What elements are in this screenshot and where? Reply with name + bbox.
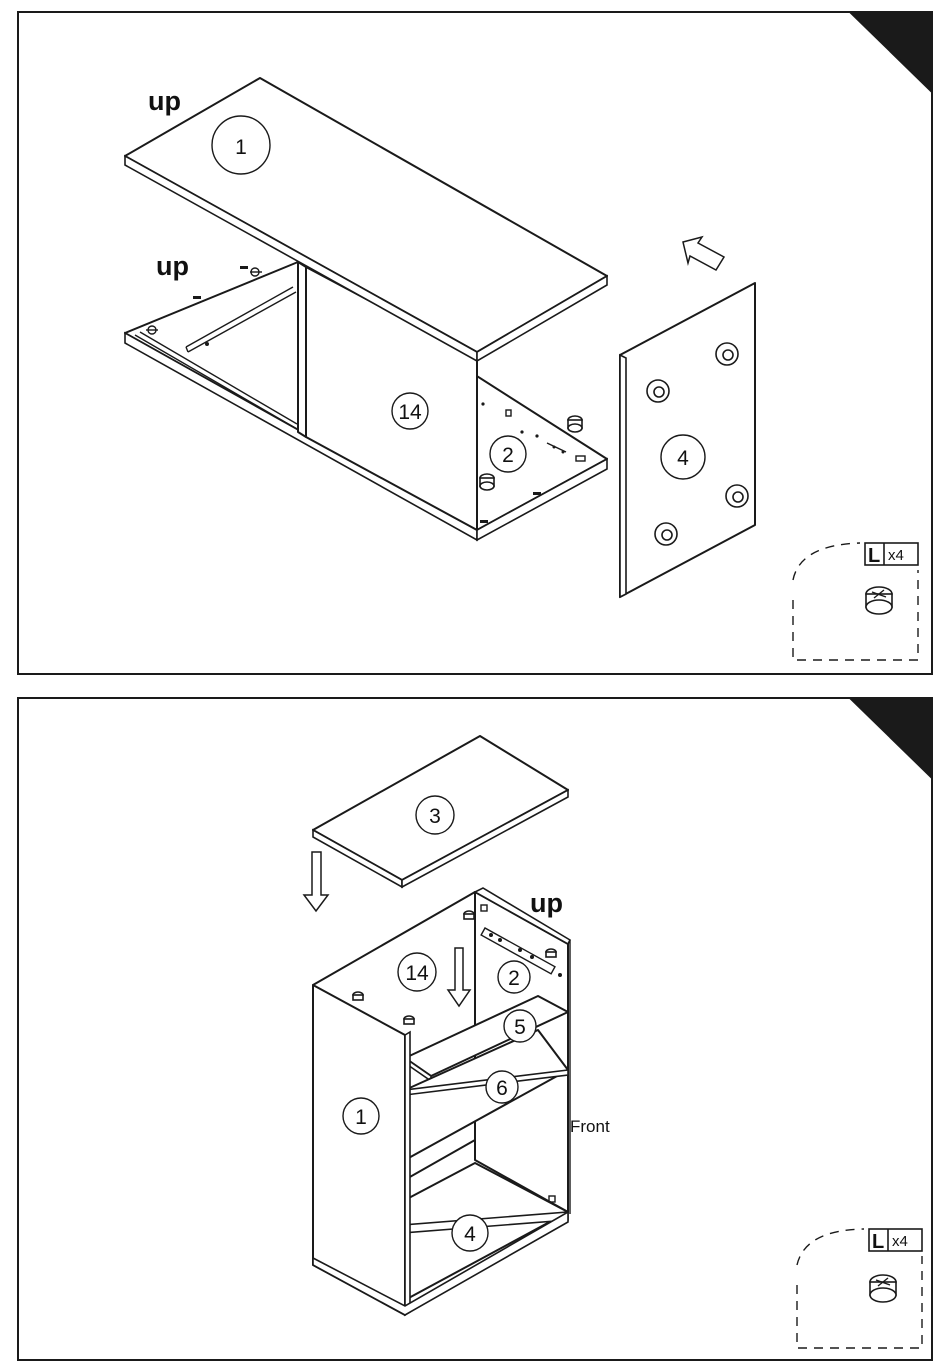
cabinet-body: 14 2 5 6 1 4 (313, 888, 570, 1315)
part-number-14: 14 (405, 962, 429, 985)
part-number-3: 3 (429, 805, 441, 828)
part-top-board: 3 (313, 736, 568, 887)
up-label: up (156, 251, 189, 281)
cam-lock-fitting-icon (870, 1275, 896, 1302)
hardware-callout: L x4 (793, 543, 918, 660)
hardware-quantity: x4 (888, 547, 904, 564)
part-number-14: 14 (398, 401, 422, 424)
cam-lock-fitting-icon (866, 587, 892, 614)
part-number-6: 6 (496, 1077, 508, 1100)
down-arrow-icon (304, 852, 328, 911)
part-number-4: 4 (677, 447, 689, 470)
hardware-callout: L x4 (797, 1229, 922, 1348)
hardware-code: L (872, 1231, 884, 1253)
part-side-panel: 4 (620, 283, 755, 597)
part-number-4: 4 (464, 1223, 476, 1246)
cam-lock-icon (546, 949, 556, 957)
part-number-2: 2 (508, 967, 520, 990)
cam-lock-icon (404, 1016, 414, 1024)
up-label: up (530, 888, 563, 918)
cam-lock-icon (464, 911, 474, 919)
cam-lock-icon (568, 416, 582, 432)
part-number-2: 2 (502, 444, 514, 467)
cam-lock-icon (480, 474, 494, 490)
hardware-code: L (868, 545, 880, 567)
part-number-1: 1 (355, 1106, 367, 1129)
up-label: up (148, 86, 181, 116)
step-1-panel: 2 14 1 4 (18, 12, 932, 674)
cam-lock-icon (353, 992, 363, 1000)
part-number-1: 1 (235, 136, 247, 159)
step-2-panel: 3 (18, 698, 932, 1360)
direction-arrow-icon (683, 237, 724, 270)
front-label: Front (570, 1117, 610, 1136)
part-number-5: 5 (514, 1016, 526, 1039)
hardware-quantity: x4 (892, 1233, 908, 1250)
